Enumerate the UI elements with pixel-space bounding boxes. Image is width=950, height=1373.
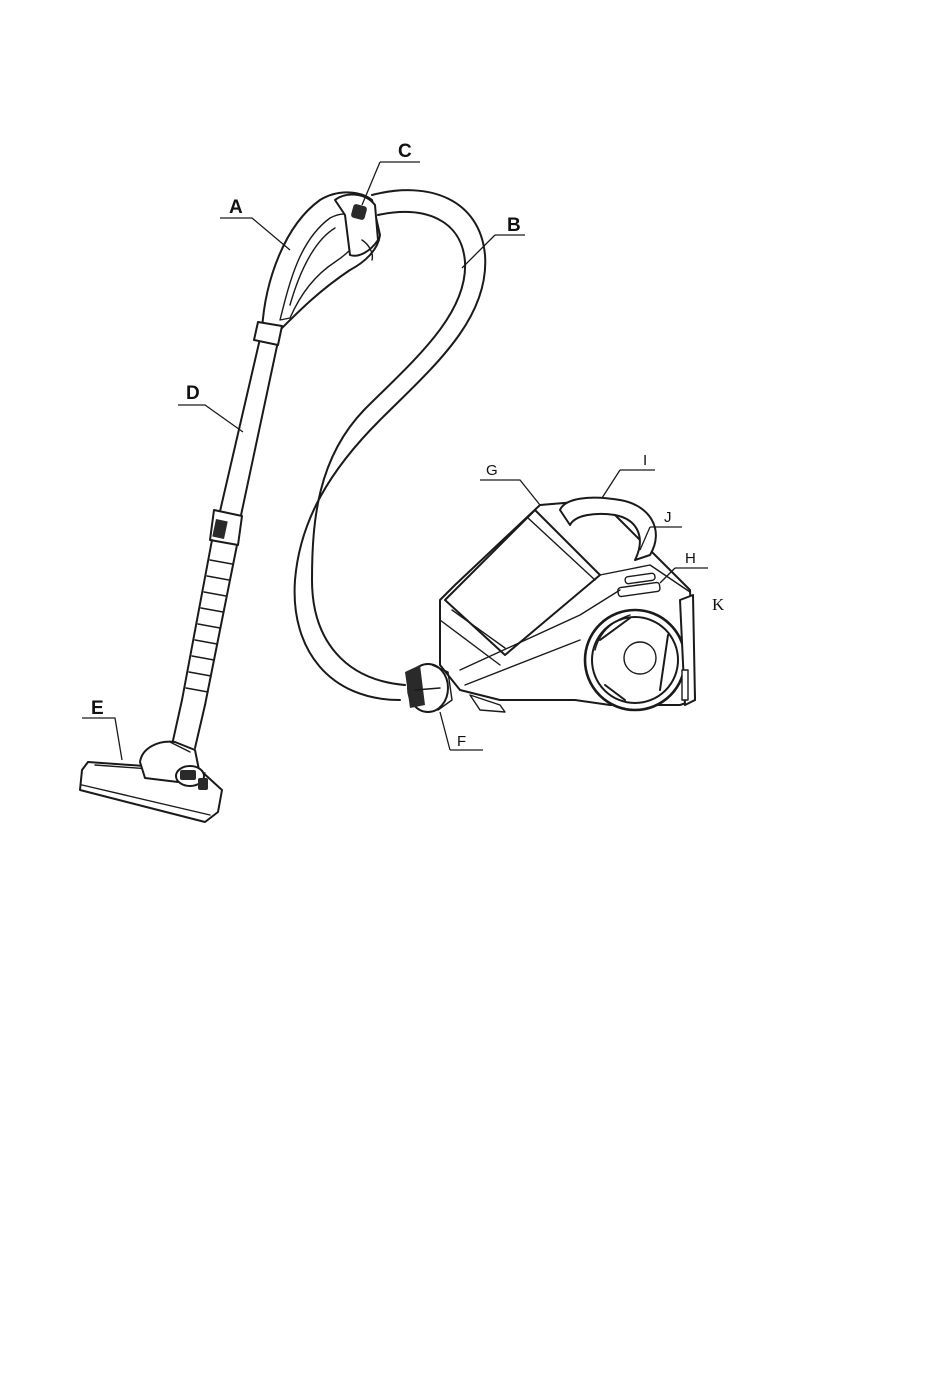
label-c: C [398, 141, 412, 162]
label-f: F [457, 733, 466, 750]
tube-ridges [186, 560, 232, 692]
label-j: J [664, 509, 672, 526]
label-i: I [643, 452, 647, 469]
label-d: D [186, 383, 200, 404]
hose-handle [262, 192, 380, 330]
label-k: K [712, 595, 725, 614]
label-b: B [507, 215, 521, 236]
label-e: E [91, 698, 104, 719]
hose-inlet [405, 664, 452, 712]
label-h: H [685, 550, 696, 567]
floor-nozzle [80, 742, 222, 822]
vacuum-body [405, 498, 695, 712]
label-a: A [229, 197, 243, 218]
label-g: G [486, 462, 498, 479]
